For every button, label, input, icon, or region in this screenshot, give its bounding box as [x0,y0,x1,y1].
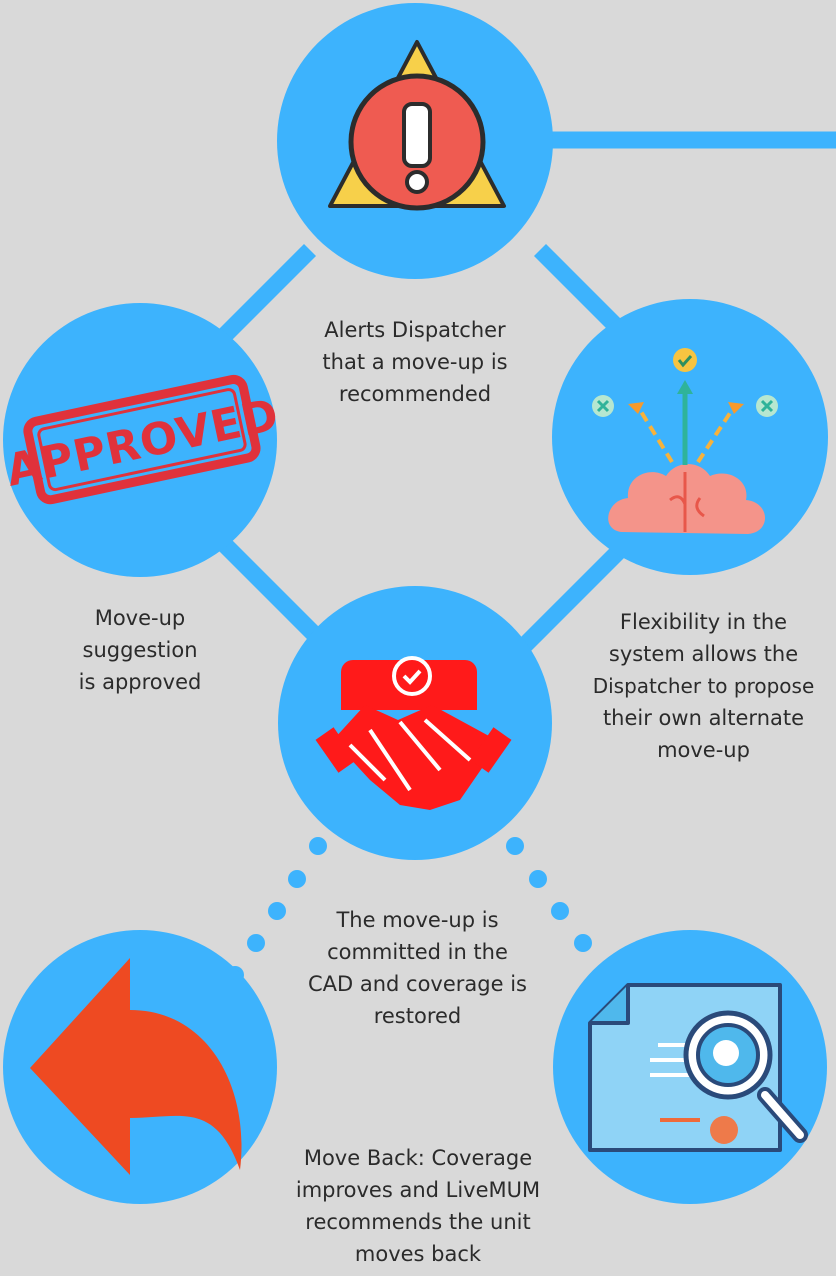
node-review [553,930,827,1204]
label-line: The move-up is [336,908,499,932]
node-flexibility [552,299,828,575]
label-line: moves back [354,1242,482,1266]
label-line: Move Back: Coverage [303,1146,533,1170]
label-line: Flexibility in the [619,610,788,634]
label-line: restored [373,1004,462,1028]
node-alert [277,3,553,279]
node-approved: APPROVED [2,303,284,577]
label-line: suggestion [82,638,198,662]
label-commit: The move-up is committed in the CAD and … [290,904,545,1032]
label-alert: Alerts Dispatcher that a move-up is reco… [285,314,545,410]
warning-icon [328,40,506,211]
dot [506,837,524,855]
back-arrow-icon [30,958,242,1175]
label-approved: Move-up suggestion is approved [40,602,240,698]
label-line: committed in the [327,940,508,964]
dot [529,870,547,888]
label-line: recommended [338,382,492,406]
brain-decision-icon [592,348,778,534]
dot [268,902,286,920]
label-line: system allows the [608,642,799,666]
label-line: Move-up [94,606,186,630]
label-line: that a move-up is [322,350,508,374]
label-flexibility: Flexibility in the system allows the Dis… [571,606,836,766]
label-move-back: Move Back: Coverage improves and LiveMUM… [268,1142,568,1270]
label-line: their own alternate [602,706,805,730]
node-circle [3,303,277,577]
dot [309,837,327,855]
dot [551,902,569,920]
handshake-icon [315,656,512,810]
label-line: move-up [657,738,750,762]
label-line: CAD and coverage is [307,972,527,996]
label-line: Dispatcher to propose [592,674,815,698]
document-search-icon [588,983,808,1152]
label-line: is approved [78,670,202,694]
dot [288,870,306,888]
dot [574,934,592,952]
node-move-back [3,930,277,1204]
dot [247,934,265,952]
node-circle [552,299,828,575]
label-line: recommends the unit [305,1210,531,1234]
label-line: improves and LiveMUM [295,1178,541,1202]
label-line: Alerts Dispatcher [324,318,506,342]
node-commit [278,586,552,860]
